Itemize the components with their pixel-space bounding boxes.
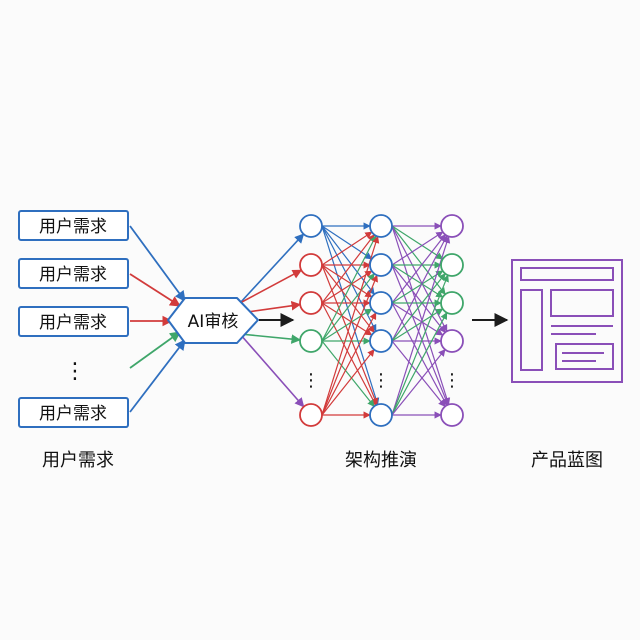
layer2-to-layer3-edge [391, 231, 444, 266]
layer3-node [440, 403, 464, 427]
layer2-to-layer3-edge [391, 308, 444, 342]
layer2-to-layer3-edge [391, 274, 449, 416]
caption-user-needs: 用户需求 [42, 450, 114, 471]
layer2-to-layer3-edge [391, 225, 448, 332]
layer2-node [369, 214, 393, 238]
input-to-ai-arrow [129, 273, 181, 307]
layer1-to-layer2-edge [321, 235, 377, 342]
layer1-to-layer2-edge [321, 308, 373, 342]
layer2-to-layer3-edge [391, 225, 444, 260]
input-box-2-label: 用户需求 [39, 265, 107, 285]
layer3-node [440, 291, 464, 315]
layer1-node [299, 253, 323, 277]
layer2-to-layer3-edge [391, 235, 451, 416]
input-box-3-label: 用户需求 [39, 313, 107, 333]
blueprint-sidebar [520, 289, 543, 371]
layer1-node [299, 329, 323, 353]
layer1-to-layer2-edge [321, 225, 375, 295]
layer1-to-layer2-edge [321, 302, 373, 336]
layer3-node [440, 214, 464, 238]
input-box-1-label: 用户需求 [39, 217, 107, 237]
layer1-node [299, 403, 323, 427]
layer2-node [369, 253, 393, 277]
layer2-to-layer3-edge [391, 302, 448, 406]
layer2-to-layer3-edge [391, 264, 444, 298]
layer2-node [369, 403, 393, 427]
layer1-to-layer2-edge [321, 274, 378, 416]
product-blueprint-icon [511, 259, 623, 383]
blueprint-frame [511, 259, 623, 383]
layer1-to-layer2-edge [321, 225, 377, 332]
blueprint-content-panel [550, 289, 614, 317]
input-box-4-label: 用户需求 [39, 404, 107, 424]
layer2-to-layer3-edge [391, 264, 449, 406]
network-nodes [299, 214, 464, 427]
layer2-to-layer3-edge [391, 225, 451, 406]
layer2-to-layer3-edge [391, 264, 446, 333]
layer2-to-layer3-edge [391, 235, 448, 342]
layer1-to-layer2-edge [321, 225, 380, 406]
layer1-to-layer2-edge [321, 231, 373, 266]
input-box-1: 用户需求 [18, 210, 129, 241]
ai-to-layer1-arrow [239, 333, 305, 408]
ai-to-layer1-arrow [239, 333, 302, 344]
layer2-node [369, 329, 393, 353]
edges-layer [129, 222, 451, 419]
ai-review-node: AI审核 [167, 297, 259, 344]
blueprint-header-bar [520, 267, 614, 281]
layer1-node [299, 291, 323, 315]
caption-architecture: 架构推演 [345, 450, 417, 471]
ai-to-layer1-arrow [239, 269, 303, 304]
layer1-to-layer2-edge [321, 340, 375, 407]
layer1-to-layer2-edge [321, 264, 375, 333]
layer1-to-layer2-edge [321, 234, 375, 304]
input-ellipsis: ⋮ [64, 359, 86, 384]
caption-blueprint: 产品蓝图 [531, 450, 603, 471]
layer3-node [440, 329, 464, 353]
layer1-to-layer2-edge [321, 235, 380, 416]
layer2-to-layer3-edge [391, 302, 444, 336]
layer2-to-layer3-edge [391, 225, 446, 295]
input-box-3: 用户需求 [18, 306, 129, 337]
layer2-to-layer3-edge [391, 273, 446, 342]
layer1-to-layer2-edge [321, 264, 378, 406]
layer1-to-layer2-edge [321, 312, 377, 416]
layer2-ellipsis: ⋮ [372, 370, 390, 391]
input-box-2: 用户需求 [18, 258, 129, 289]
layer2-to-layer3-edge [391, 270, 444, 304]
layer2-to-layer3-edge [391, 340, 446, 408]
layer1-to-layer2-edge [321, 302, 377, 406]
layer1-to-layer2-edge [321, 225, 373, 260]
input-to-ai-arrow [129, 339, 186, 413]
input-to-ai-arrow [129, 331, 181, 369]
layer2-node [369, 291, 393, 315]
layer1-node [299, 214, 323, 238]
blueprint-card [555, 343, 614, 370]
layer2-to-layer3-edge [391, 234, 446, 304]
layer1-to-layer2-edge [321, 349, 375, 416]
ai-review-label: AI审核 [188, 312, 239, 332]
layer2-to-layer3-edge [391, 312, 448, 416]
layer1-to-layer2-edge [321, 270, 373, 304]
ai-to-layer1-arrow [239, 233, 305, 304]
layer1-to-layer2-edge [321, 264, 373, 298]
layer3-node [440, 253, 464, 277]
input-to-ai-arrow [129, 225, 186, 302]
layer1-ellipsis: ⋮ [302, 370, 320, 391]
input-box-4: 用户需求 [18, 397, 129, 428]
layer1-to-layer2-edge [321, 273, 375, 342]
layer3-ellipsis: ⋮ [443, 370, 461, 391]
layer2-to-layer3-edge [391, 348, 446, 416]
